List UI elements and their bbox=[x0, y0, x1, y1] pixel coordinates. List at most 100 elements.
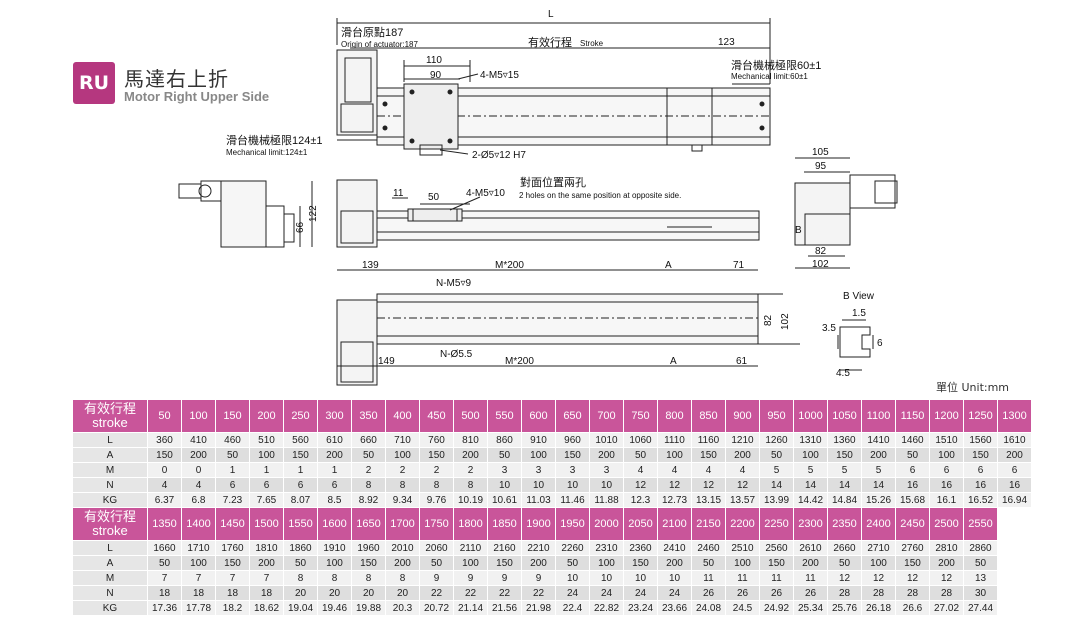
table-cell: 10 bbox=[589, 570, 624, 586]
dim-71: 71 bbox=[733, 260, 745, 271]
table-cell: 100 bbox=[453, 555, 488, 571]
stroke-header-cell: 1050 bbox=[827, 399, 862, 433]
stroke-header-cell: 1900 bbox=[521, 507, 556, 541]
dim-m200-top: M*200 bbox=[495, 260, 524, 271]
table-cell: 18 bbox=[147, 585, 182, 601]
row-label: L bbox=[72, 432, 148, 448]
stroke-header-cell: 450 bbox=[419, 399, 454, 433]
table-cell: 24 bbox=[555, 585, 590, 601]
dim-110: 110 bbox=[426, 55, 442, 66]
table-cell: 2310 bbox=[589, 540, 624, 556]
dim-105: 105 bbox=[812, 147, 829, 158]
table-cell: 910 bbox=[521, 432, 556, 448]
stroke-header-cell: 1100 bbox=[861, 399, 896, 433]
table-cell: 9 bbox=[419, 570, 454, 586]
table-cell: 6 bbox=[215, 477, 250, 493]
table-cell: 8 bbox=[453, 477, 488, 493]
top-view bbox=[336, 18, 771, 156]
table-cell: 22 bbox=[487, 585, 522, 601]
stroke-header-cell: 900 bbox=[725, 399, 760, 433]
dim-139: 139 bbox=[362, 260, 379, 271]
table-cell: 18 bbox=[181, 585, 216, 601]
table-cell: 1860 bbox=[283, 540, 318, 556]
table-cell: 3 bbox=[555, 462, 590, 478]
dim-122: 122 bbox=[308, 205, 319, 222]
table-cell: 1460 bbox=[895, 432, 930, 448]
row-label: KG bbox=[72, 600, 148, 616]
callout-m5-10: 4-M5▿10 bbox=[466, 188, 505, 199]
table-cell: 13.99 bbox=[759, 492, 794, 508]
stroke-header-cell: 1450 bbox=[215, 507, 250, 541]
table-cell: 2260 bbox=[555, 540, 590, 556]
table-cell: 6 bbox=[929, 462, 964, 478]
table-cell: 24 bbox=[623, 585, 658, 601]
table-cell: 20 bbox=[283, 585, 318, 601]
callout-nm5: N-M5▿9 bbox=[436, 278, 471, 289]
table-cell: 2060 bbox=[419, 540, 454, 556]
table-cell: 2710 bbox=[861, 540, 896, 556]
stroke-header-cell: 2200 bbox=[725, 507, 760, 541]
table-cell: 410 bbox=[181, 432, 216, 448]
table-cell: 4 bbox=[725, 462, 760, 478]
table-cell: 19.04 bbox=[283, 600, 318, 616]
table-cell: 23.24 bbox=[623, 600, 658, 616]
table-cell: 23.66 bbox=[657, 600, 692, 616]
table-cell: 16 bbox=[895, 477, 930, 493]
table-cell: 24.5 bbox=[725, 600, 760, 616]
table-cell: 7 bbox=[147, 570, 182, 586]
table-cell: 24 bbox=[657, 585, 692, 601]
table-cell: 7.65 bbox=[249, 492, 284, 508]
table-cell: 50 bbox=[147, 555, 182, 571]
table-cell: 12 bbox=[861, 570, 896, 586]
origin-label-cn: 滑台原點187 bbox=[341, 25, 403, 39]
table-cell: 12 bbox=[691, 477, 726, 493]
table-cell: 12 bbox=[827, 570, 862, 586]
table-cell: 50 bbox=[827, 555, 862, 571]
table-cell: 12 bbox=[895, 570, 930, 586]
table-cell: 8 bbox=[351, 570, 386, 586]
stroke-header-cell: 800 bbox=[657, 399, 692, 433]
dim-A-top: A bbox=[665, 260, 672, 271]
bottom-view bbox=[336, 269, 800, 386]
table-cell: 1 bbox=[317, 462, 352, 478]
table-cell: 150 bbox=[283, 447, 318, 463]
table-cell: 14 bbox=[793, 477, 828, 493]
table-cell: 50 bbox=[759, 447, 794, 463]
opposite-holes-en: 2 holes on the same position at opposite… bbox=[519, 191, 681, 200]
mech-limit-60-cn: 滑台機械極限60±1 bbox=[731, 58, 821, 72]
table-cell: 200 bbox=[521, 555, 556, 571]
table-cell: 12 bbox=[657, 477, 692, 493]
table-cell: 16.1 bbox=[929, 492, 964, 508]
dim-90: 90 bbox=[430, 70, 442, 81]
dim-123: 123 bbox=[718, 37, 735, 48]
table-cell: 360 bbox=[147, 432, 182, 448]
table-cell: 14 bbox=[827, 477, 862, 493]
table-cell: 100 bbox=[861, 555, 896, 571]
table-cell: 17.36 bbox=[147, 600, 182, 616]
dim-82-end: 82 bbox=[815, 246, 827, 257]
table-cell: 710 bbox=[385, 432, 420, 448]
stroke-header-cell: 700 bbox=[589, 399, 624, 433]
table-cell: 25.34 bbox=[793, 600, 828, 616]
table-cell: 2 bbox=[351, 462, 386, 478]
dim-A-bottom: A bbox=[670, 356, 677, 367]
stroke-header-cell: 200 bbox=[249, 399, 284, 433]
table-cell: 50 bbox=[283, 555, 318, 571]
stroke-header-cell: 2550 bbox=[963, 507, 998, 541]
table-cell: 9.76 bbox=[419, 492, 454, 508]
table-cell: 2810 bbox=[929, 540, 964, 556]
table-cell: 2860 bbox=[963, 540, 998, 556]
stroke-header-cell: 1000 bbox=[793, 399, 828, 433]
table-cell: 7 bbox=[215, 570, 250, 586]
dim-4-5: 4.5 bbox=[836, 368, 850, 379]
table-cell: 150 bbox=[691, 447, 726, 463]
table-cell: 10 bbox=[657, 570, 692, 586]
stroke-header-cell: 2000 bbox=[589, 507, 624, 541]
